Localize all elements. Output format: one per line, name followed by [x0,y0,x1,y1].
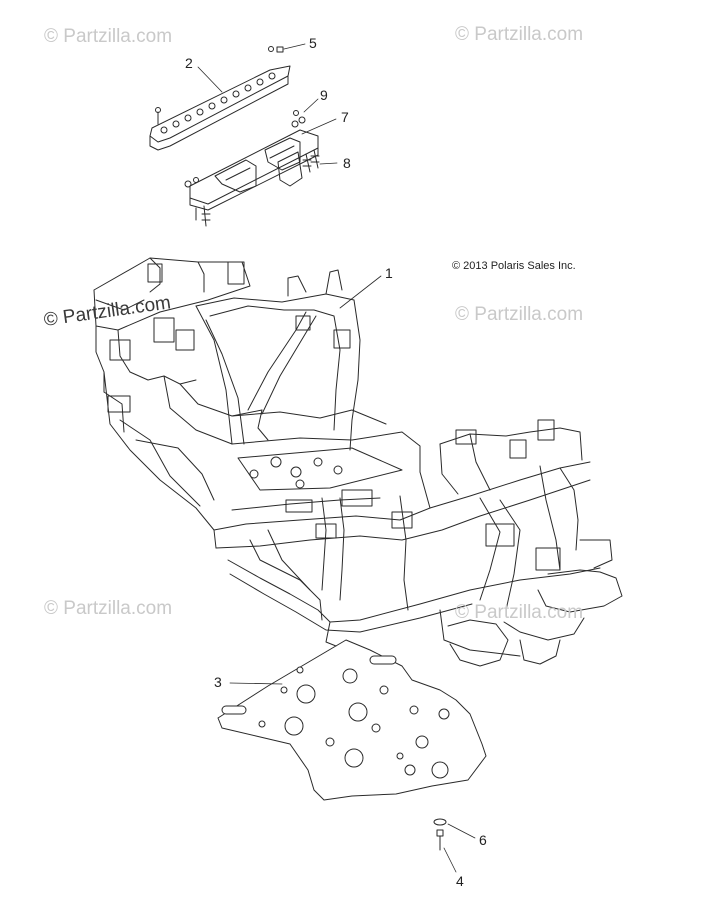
copyright-notice: © 2013 Polaris Sales Inc. [452,260,576,272]
callout-6: 6 [479,832,487,848]
callout-9: 9 [320,87,328,103]
watermark-bottom-left: © Partzilla.com [44,598,173,619]
part-7-mount-bracket [184,129,319,227]
callout-1: 1 [385,265,393,281]
callout-7: 7 [341,109,349,125]
part-6-washer [433,818,447,826]
watermark-mid-right: © Partzilla.com [455,304,584,325]
callout-8: 8 [343,155,351,171]
callout-5: 5 [309,35,317,51]
part-8-studs [302,149,320,173]
callout-4: 4 [456,873,464,889]
part-5-fastener [268,46,284,53]
part-4-screw [436,829,444,851]
leader-lines [197,43,476,873]
part-2-rail-bracket [149,65,291,151]
part-9-nuts [291,110,306,128]
callout-3: 3 [214,674,222,690]
watermark-top-left: © Partzilla.com [44,26,173,47]
watermark-bottom-right: © Partzilla.com [455,602,584,623]
callout-2: 2 [185,55,193,71]
part-3-skid-plate [217,639,487,801]
part-1-main-frame [93,257,623,667]
watermark-top-right: © Partzilla.com [455,24,584,45]
